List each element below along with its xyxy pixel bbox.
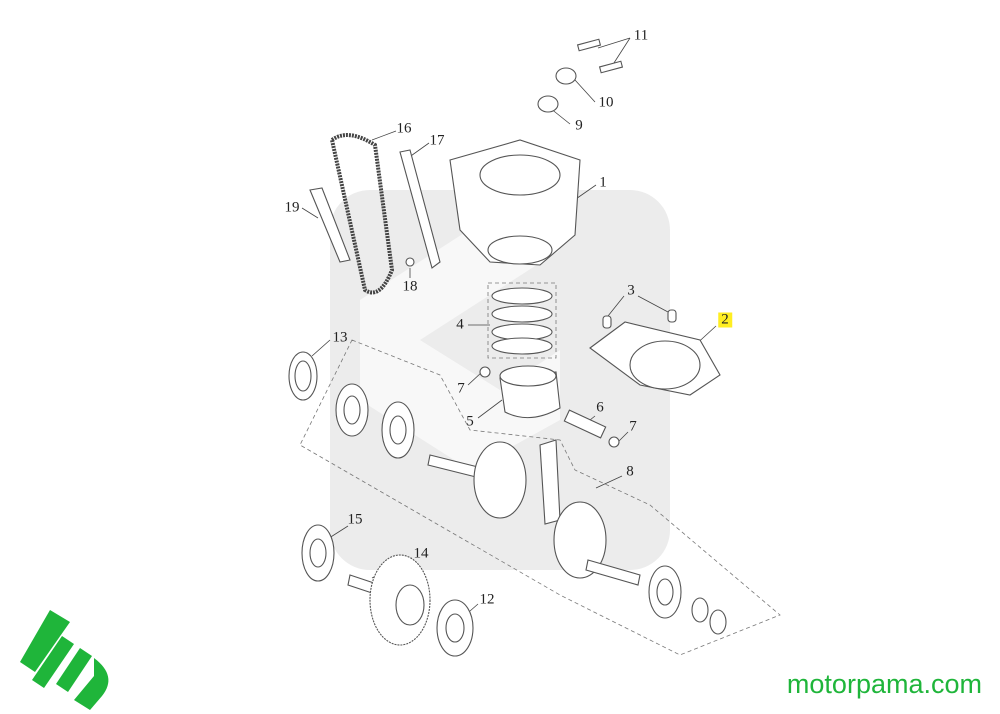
part-piston-pin (563, 409, 607, 439)
part-gear-14 (347, 554, 431, 646)
website-url[interactable]: motorpama.com (786, 669, 982, 699)
crankshaft-assembly-box (299, 339, 781, 656)
callout-12: 12 (479, 591, 495, 608)
part-tensioner (309, 187, 351, 263)
callout-10: 10 (598, 94, 614, 111)
piston-ring-box (487, 282, 557, 359)
callout-8: 8 (626, 463, 634, 480)
part-crankshaft (427, 439, 641, 586)
part-oil-seal-13 (288, 351, 318, 401)
callout-4: 4 (456, 316, 464, 333)
part-circlips (479, 366, 620, 448)
callout-19: 19 (284, 199, 300, 216)
part-piston-rings (491, 287, 553, 355)
callout-6: 6 (596, 399, 604, 416)
callout-2-highlighted[interactable]: 2 (718, 312, 732, 328)
callout-15: 15 (347, 511, 363, 528)
part-dowel-pins (602, 309, 677, 329)
callout-3: 3 (627, 282, 635, 299)
part-piston (499, 365, 561, 419)
callout-1: 1 (599, 174, 607, 191)
callout-16: 16 (396, 120, 412, 137)
part-timing-chain (329, 133, 395, 295)
part-bolts (576, 38, 624, 74)
part-intake (537, 67, 577, 113)
callout-7b: 7 (629, 418, 637, 435)
part-bearings (301, 383, 727, 657)
callout-7: 7 (457, 380, 465, 397)
part-cylinder (449, 139, 581, 266)
callout-14: 14 (413, 545, 429, 562)
part-gasket (589, 321, 721, 396)
callout-18: 18 (402, 278, 418, 295)
callout-11: 11 (633, 27, 649, 44)
callout-17: 17 (429, 132, 445, 149)
callout-9: 9 (575, 117, 583, 134)
callout-5: 5 (466, 413, 474, 430)
part-18 (405, 257, 415, 267)
callout-13: 13 (332, 329, 348, 346)
brand-logo-icon (20, 610, 109, 710)
part-chain-guide (399, 149, 441, 269)
